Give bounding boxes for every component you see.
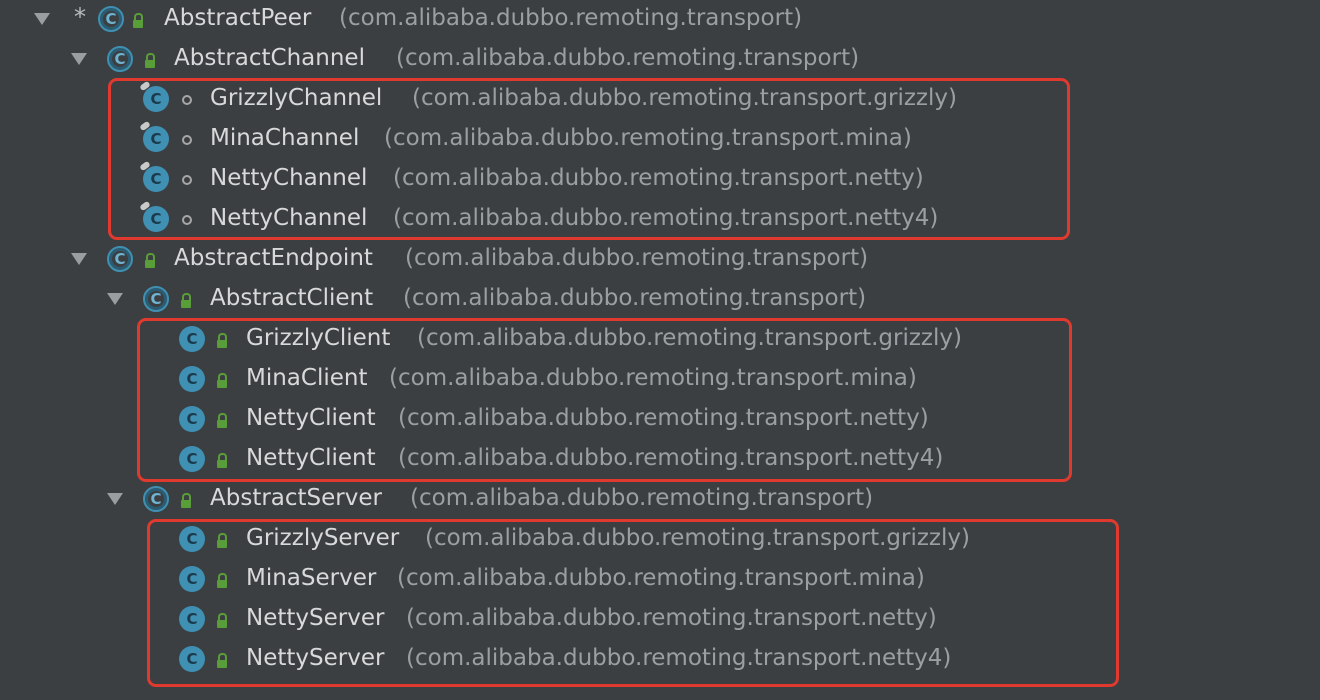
package-name: (com.alibaba.dubbo.remoting.transport.gr… [417, 325, 962, 351]
tree-node-netty4-channel[interactable]: C NettyChannel (com.alibaba.dubbo.remoti… [0, 200, 1020, 240]
class-name: NettyServer [246, 645, 385, 671]
pin-icon [139, 160, 151, 172]
expand-arrow-icon[interactable] [71, 53, 87, 65]
class-name: NettyClient [246, 405, 376, 431]
class-icon: C [179, 366, 205, 392]
tree-node-mina-channel[interactable]: C MinaChannel (com.alibaba.dubbo.remotin… [0, 120, 1020, 160]
class-name: MinaChannel [210, 125, 360, 151]
modified-star-icon: * [74, 3, 86, 31]
package-name: (com.alibaba.dubbo.remoting.transport) [396, 45, 860, 71]
class-name: GrizzlyServer [246, 525, 400, 551]
lock-icon [133, 13, 143, 28]
lock-icon [217, 373, 227, 388]
tree-node-netty4-server[interactable]: C NettyServer (com.alibaba.dubbo.remotin… [0, 640, 1040, 680]
abstract-class-icon: C [143, 486, 169, 512]
class-name: NettyClient [246, 445, 376, 471]
abstract-class-icon: C [107, 46, 133, 72]
class-name: MinaServer [246, 565, 377, 591]
expand-arrow-icon[interactable] [71, 253, 87, 265]
package-name: (com.alibaba.dubbo.remoting.transport) [403, 285, 867, 311]
pin-icon [139, 80, 151, 92]
lock-icon [145, 53, 155, 68]
tree-node-netty-channel[interactable]: C NettyChannel (com.alibaba.dubbo.remoti… [0, 160, 1020, 200]
lock-icon [217, 533, 227, 548]
lock-icon [217, 333, 227, 348]
tree-node-grizzly-server[interactable]: C GrizzlyServer (com.alibaba.dubbo.remot… [0, 520, 1040, 560]
class-name: AbstractPeer [164, 5, 312, 31]
class-name: AbstractServer [210, 485, 382, 511]
expand-arrow-icon[interactable] [107, 493, 123, 505]
class-icon: C [179, 566, 205, 592]
tree-node-abstract-peer[interactable]: * C AbstractPeer (com.alibaba.dubbo.remo… [0, 0, 900, 40]
package-name: (com.alibaba.dubbo.remoting.transport.ne… [406, 605, 937, 631]
class-icon: C [139, 120, 169, 152]
class-icon: C [139, 80, 169, 112]
tree-node-abstract-channel[interactable]: C AbstractChannel (com.alibaba.dubbo.rem… [0, 40, 920, 80]
class-icon: C [179, 326, 205, 352]
expand-arrow-icon[interactable] [34, 13, 50, 25]
class-name: MinaClient [246, 365, 368, 391]
tree-node-mina-client[interactable]: C MinaClient (com.alibaba.dubbo.remoting… [0, 360, 1030, 400]
tree-node-netty4-client[interactable]: C NettyClient (com.alibaba.dubbo.remotin… [0, 440, 1030, 480]
package-private-dot-icon [182, 135, 192, 145]
package-private-dot-icon [182, 215, 192, 225]
package-name: (com.alibaba.dubbo.remoting.transport.mi… [384, 125, 912, 151]
lock-icon [181, 293, 191, 308]
expand-arrow-icon[interactable] [107, 293, 123, 305]
class-name: AbstractChannel [174, 45, 365, 71]
package-name: (com.alibaba.dubbo.remoting.transport.ne… [398, 445, 944, 471]
abstract-class-icon: C [98, 6, 124, 32]
tree-node-netty-server[interactable]: C NettyServer (com.alibaba.dubbo.remotin… [0, 600, 1040, 640]
class-name: NettyChannel [210, 205, 368, 231]
pin-icon [139, 200, 151, 212]
tree-node-abstract-server[interactable]: C AbstractServer (com.alibaba.dubbo.remo… [0, 480, 930, 520]
class-name: GrizzlyChannel [210, 85, 383, 111]
lock-icon [217, 413, 227, 428]
package-name: (com.alibaba.dubbo.remoting.transport.ne… [393, 165, 924, 191]
class-icon: C [139, 200, 169, 232]
abstract-class-icon: C [143, 286, 169, 312]
tree-node-grizzly-channel[interactable]: C GrizzlyChannel (com.alibaba.dubbo.remo… [0, 80, 1020, 120]
class-name: NettyServer [246, 605, 385, 631]
package-name: (com.alibaba.dubbo.remoting.transport) [410, 485, 874, 511]
class-icon: C [179, 606, 205, 632]
package-name: (com.alibaba.dubbo.remoting.transport.mi… [397, 565, 925, 591]
package-name: (com.alibaba.dubbo.remoting.transport) [405, 245, 869, 271]
lock-icon [217, 453, 227, 468]
lock-icon [217, 653, 227, 668]
tree-node-mina-server[interactable]: C MinaServer (com.alibaba.dubbo.remoting… [0, 560, 1040, 600]
package-name: (com.alibaba.dubbo.remoting.transport.mi… [389, 365, 917, 391]
lock-icon [217, 613, 227, 628]
package-name: (com.alibaba.dubbo.remoting.transport.ne… [406, 645, 952, 671]
class-name: GrizzlyClient [246, 325, 391, 351]
tree-node-grizzly-client[interactable]: C GrizzlyClient (com.alibaba.dubbo.remot… [0, 320, 1030, 360]
package-name: (com.alibaba.dubbo.remoting.transport) [339, 5, 803, 31]
tree-node-abstract-client[interactable]: C AbstractClient (com.alibaba.dubbo.remo… [0, 280, 920, 320]
class-icon: C [179, 446, 205, 472]
package-name: (com.alibaba.dubbo.remoting.transport.ne… [393, 205, 939, 231]
abstract-class-icon: C [107, 246, 133, 272]
class-icon: C [179, 406, 205, 432]
package-name: (com.alibaba.dubbo.remoting.transport.ne… [398, 405, 929, 431]
lock-icon [181, 493, 191, 508]
package-name: (com.alibaba.dubbo.remoting.transport.gr… [412, 85, 957, 111]
class-name: AbstractClient [210, 285, 374, 311]
class-name: NettyChannel [210, 165, 368, 191]
lock-icon [145, 253, 155, 268]
class-icon: C [179, 646, 205, 672]
tree-node-abstract-endpoint[interactable]: C AbstractEndpoint (com.alibaba.dubbo.re… [0, 240, 920, 280]
class-icon: C [179, 526, 205, 552]
package-name: (com.alibaba.dubbo.remoting.transport.gr… [425, 525, 970, 551]
pin-icon [139, 120, 151, 132]
tree-node-netty-client[interactable]: C NettyClient (com.alibaba.dubbo.remotin… [0, 400, 1030, 440]
package-private-dot-icon [182, 95, 192, 105]
class-name: AbstractEndpoint [174, 245, 373, 271]
class-icon: C [139, 160, 169, 192]
lock-icon [217, 573, 227, 588]
package-private-dot-icon [182, 175, 192, 185]
